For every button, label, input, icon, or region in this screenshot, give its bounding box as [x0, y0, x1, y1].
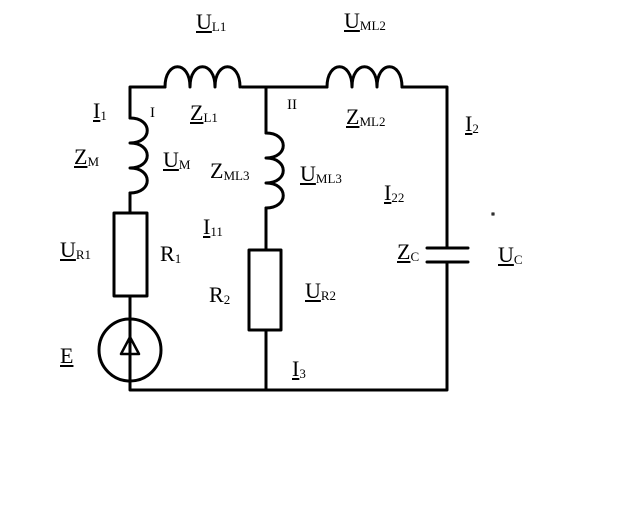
label-zml3: ZML3 [210, 158, 250, 183]
label-ur2: UR2 [305, 278, 337, 303]
label-uml2: UML2 [344, 8, 386, 33]
inductor-zl1 [163, 65, 242, 89]
label-i22: I22 [384, 180, 405, 205]
inductor-zm [128, 116, 149, 195]
node-label-i: I [150, 105, 155, 121]
label-zc: ZC [397, 239, 420, 264]
label-zl1: ZL1 [190, 100, 218, 125]
label-i3: I3 [292, 356, 306, 381]
label-um: UM [163, 147, 191, 172]
label-e: E [60, 343, 74, 368]
label-i2: I2 [465, 111, 479, 136]
label-i1: I1 [93, 98, 107, 123]
label-zml2: ZML2 [346, 104, 386, 129]
inductor-zml3 [264, 131, 285, 210]
resistor-r1 [112, 211, 149, 298]
node-label-ii: II [287, 97, 297, 113]
source-arrow-head [119, 335, 141, 356]
resistor-r2 [247, 248, 283, 332]
label-uml3: UML3 [300, 161, 342, 186]
wire-top-right [400, 85, 449, 250]
inductor-zml2 [325, 65, 404, 89]
label-r2: R2 [209, 282, 231, 307]
wire-left-top [128, 85, 167, 120]
wire-left-bottom [128, 260, 449, 392]
label-uc: UC [498, 242, 523, 267]
label-i11: I11 [203, 214, 223, 239]
label-ul1: UL1 [196, 9, 227, 34]
label-ur1: UR1 [60, 237, 92, 262]
label-zm: ZM [74, 144, 100, 169]
stray-mark [491, 212, 495, 216]
label-r1: R1 [160, 241, 182, 266]
